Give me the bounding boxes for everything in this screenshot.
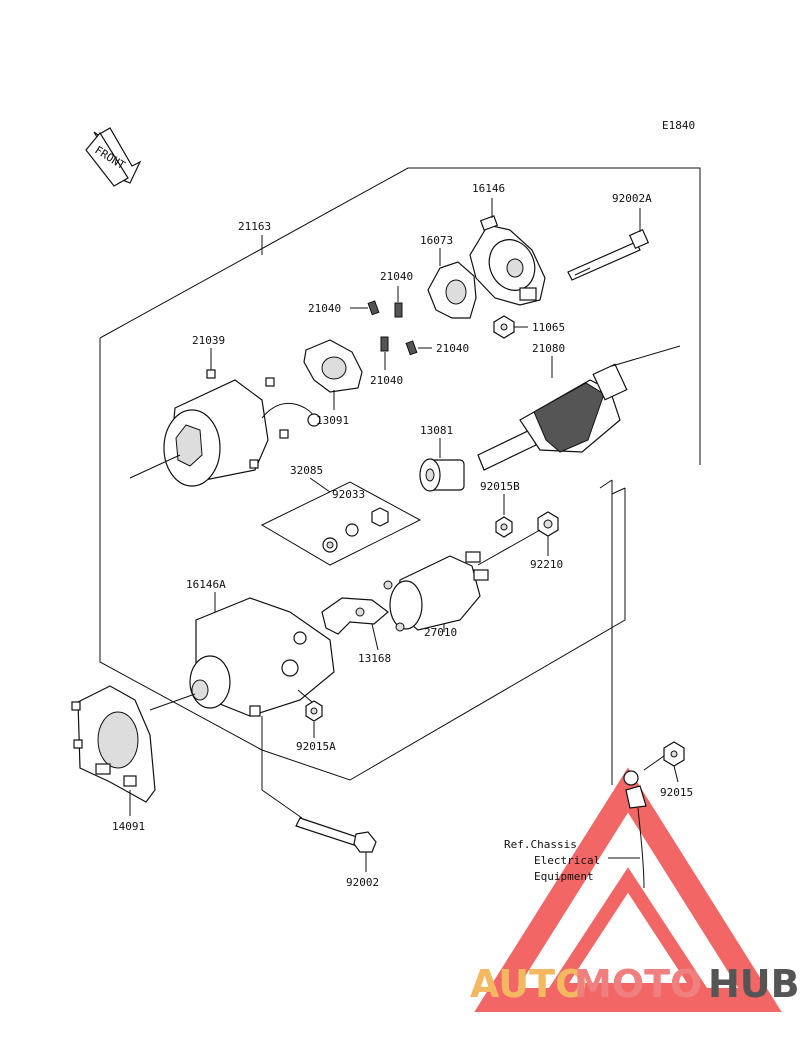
label-11065: 11065 xyxy=(532,321,565,334)
label-92210: 92210 xyxy=(530,558,563,571)
brush-holder-13091 xyxy=(303,339,363,393)
label-16146A: 16146A xyxy=(186,578,226,591)
label-16073: 16073 xyxy=(420,234,453,247)
label-13168: 13168 xyxy=(358,652,391,665)
label-13081: 13081 xyxy=(420,424,453,437)
label-21040-left: 21040 xyxy=(308,302,341,315)
pinion-13081 xyxy=(419,458,465,492)
solenoid-27010 xyxy=(383,529,541,632)
label-92033: 92033 xyxy=(332,488,365,501)
label-92002A: 92002A xyxy=(612,192,652,205)
brush-spring xyxy=(367,300,418,356)
bolt-92002 xyxy=(261,716,377,853)
watermark-triangle xyxy=(474,767,782,1012)
nut-92015A xyxy=(305,700,323,722)
terminal-92015 xyxy=(599,479,685,889)
nut-92210 xyxy=(537,511,559,537)
label-21040-right: 21040 xyxy=(436,342,469,355)
watermark-hub: HUB xyxy=(708,962,800,1006)
reference-note: Ref.Chassis Electrical Equipment xyxy=(504,838,640,883)
label-14091: 14091 xyxy=(112,820,145,833)
label-21040-bottom: 21040 xyxy=(370,374,403,387)
label-16146: 16146 xyxy=(472,182,505,195)
label-92015: 92015 xyxy=(660,786,693,799)
front-arrow-icon: FRONT xyxy=(85,127,142,187)
reference-line-2: Electrical xyxy=(534,854,600,867)
front-housing-16146A xyxy=(149,597,335,717)
label-92015A: 92015A xyxy=(296,740,336,753)
brush-plate-16073 xyxy=(427,261,477,319)
watermark-logo: AUTO MOTO HUB xyxy=(470,962,800,1006)
label-21039: 21039 xyxy=(192,334,225,347)
nut-11065 xyxy=(493,315,515,339)
long-bolt-92002A xyxy=(567,228,650,281)
yoke-21039 xyxy=(129,369,321,487)
assembly-outline xyxy=(99,167,701,781)
end-cover-16146 xyxy=(469,215,546,306)
label-21080: 21080 xyxy=(532,342,565,355)
armature-21080 xyxy=(477,345,681,471)
label-21040-top: 21040 xyxy=(380,270,413,283)
label-27010: 27010 xyxy=(424,626,457,639)
lever-13168 xyxy=(321,597,389,635)
watermark-auto: AUTO xyxy=(470,962,587,1006)
watermark-moto: MOTO xyxy=(574,962,702,1006)
label-21163: 21163 xyxy=(238,220,271,233)
nut-92015B xyxy=(495,516,513,538)
label-32085: 32085 xyxy=(290,464,323,477)
label-13091: 13091 xyxy=(316,414,349,427)
diagram-code: E1840 xyxy=(662,119,695,132)
label-92015B: 92015B xyxy=(480,480,520,493)
label-92002: 92002 xyxy=(346,876,379,889)
reference-line-3: Equipment xyxy=(534,870,594,883)
cover-14091 xyxy=(71,685,156,803)
kit-32085-box xyxy=(260,481,422,566)
part-labels: 16146 92002A 21163 16073 21040 21040 210… xyxy=(112,182,693,889)
reference-line-1: Ref.Chassis xyxy=(504,838,577,851)
